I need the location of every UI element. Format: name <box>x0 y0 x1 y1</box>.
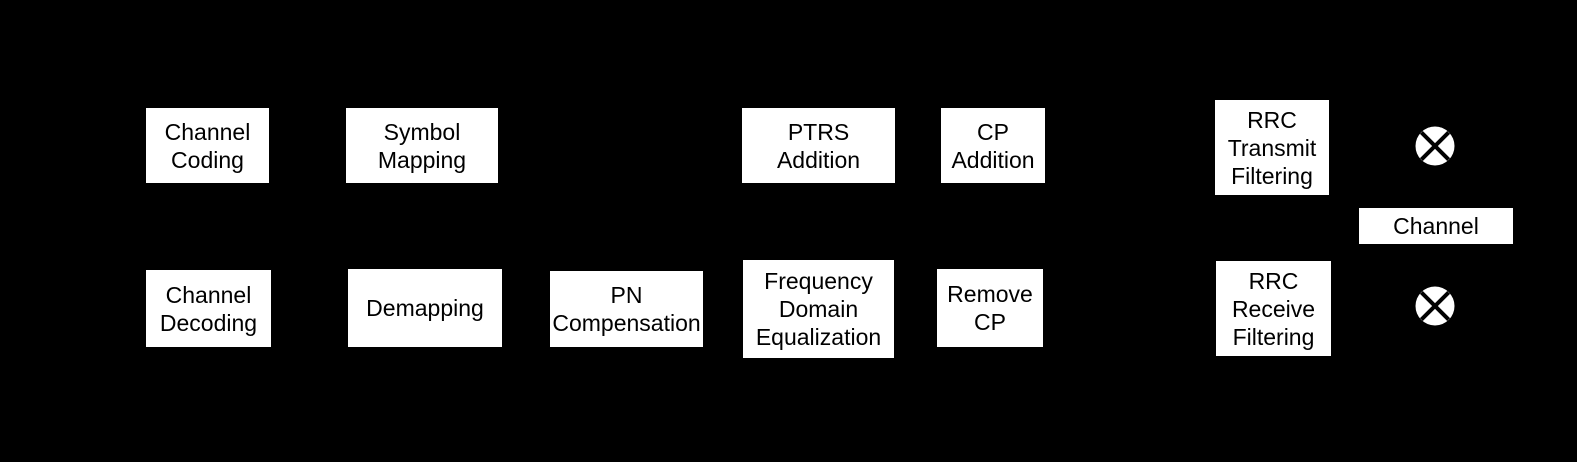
demapping-label: Demapping <box>366 295 484 321</box>
channel-block: Channel <box>1359 208 1513 244</box>
symbol-mapping-label: Symbol Mapping <box>377 118 467 173</box>
rrc-receive-filtering-block: RRC Receive Filtering <box>1216 261 1331 356</box>
channel-coding-label: Channel Coding <box>164 118 251 173</box>
tx-mixer-icon <box>1415 126 1455 166</box>
frequency-domain-equalization-block: Frequency Domain Equalization <box>743 260 894 358</box>
demapping-block: Demapping <box>348 269 502 347</box>
rrc-transmit-filtering-label: RRC Transmit Filtering <box>1227 106 1317 189</box>
channel-coding-block: Channel Coding <box>146 108 269 183</box>
ptrs-addition-label: PTRS Addition <box>776 118 861 173</box>
remove-cp-label: Remove CP <box>947 281 1033 335</box>
frequency-domain-equalization-label: Frequency Domain Equalization <box>755 268 882 350</box>
cp-addition-block: CP Addition <box>941 108 1045 183</box>
ptrs-addition-block: PTRS Addition <box>742 108 895 183</box>
rrc-transmit-filtering-block: RRC Transmit Filtering <box>1215 100 1329 195</box>
channel-decoding-label: Channel Decoding <box>159 281 258 336</box>
multiply-circle-icon <box>1415 286 1455 326</box>
symbol-mapping-block: Symbol Mapping <box>346 108 498 183</box>
pn-compensation-label: PN Compensation <box>552 282 701 336</box>
multiply-circle-icon <box>1415 126 1455 166</box>
rx-mixer-icon <box>1415 286 1455 326</box>
cp-addition-label: CP Addition <box>951 118 1035 173</box>
channel-label: Channel <box>1393 213 1479 239</box>
pn-compensation-block: PN Compensation <box>550 271 703 347</box>
remove-cp-block: Remove CP <box>937 269 1043 347</box>
rrc-receive-filtering-label: RRC Receive Filtering <box>1231 267 1316 350</box>
channel-decoding-block: Channel Decoding <box>146 270 271 347</box>
